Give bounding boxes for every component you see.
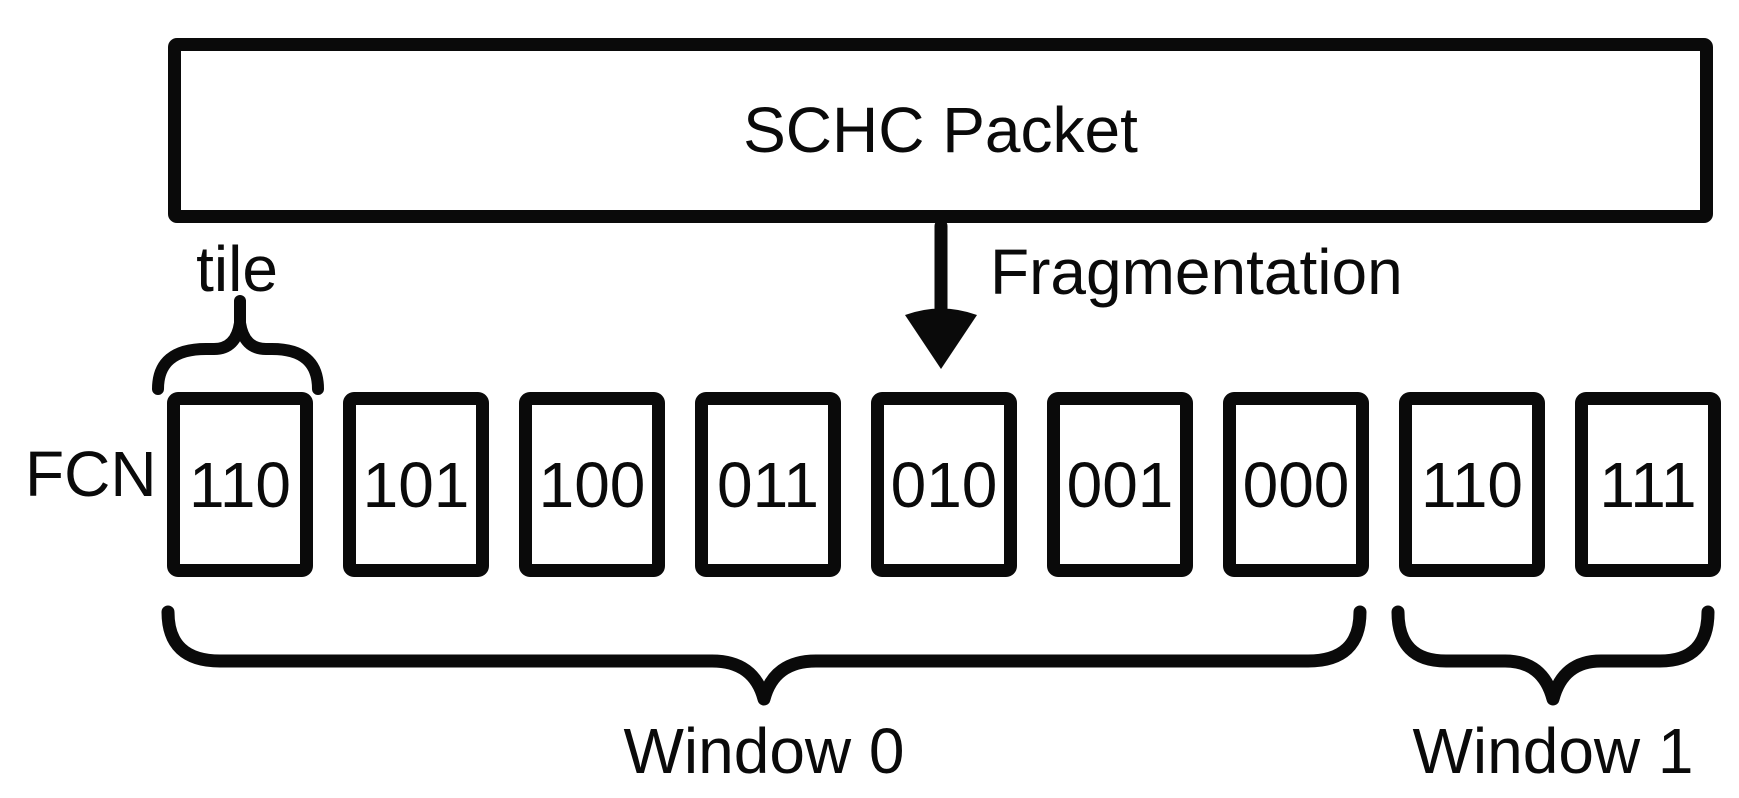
fragment-box: 111 bbox=[1575, 392, 1721, 577]
window-0-brace bbox=[161, 605, 1367, 706]
fragment-fcn-value: 101 bbox=[362, 448, 470, 521]
fragment-fcn-value: 110 bbox=[188, 448, 292, 521]
fragment-fcn-value: 111 bbox=[1599, 448, 1697, 521]
fragment-fcn-value: 011 bbox=[716, 448, 820, 521]
fragment-fcn-value: 010 bbox=[890, 448, 998, 521]
fragment-fcn-value: 110 bbox=[1420, 448, 1524, 521]
fragment-box: 101 bbox=[343, 392, 489, 577]
fragment-fcn-value: 000 bbox=[1242, 448, 1350, 521]
window-0-label: Window 0 bbox=[623, 715, 905, 787]
tile-label: tile bbox=[196, 233, 278, 305]
fragment-fcn-value: 001 bbox=[1066, 448, 1174, 521]
fragment-box: 110 bbox=[167, 392, 313, 577]
fragment-box: 001 bbox=[1047, 392, 1193, 577]
fcn-label: FCN bbox=[25, 438, 157, 510]
fragment-row: 110 101 100 011 010 001 000 110 111 bbox=[167, 392, 1721, 577]
fragment-box: 011 bbox=[695, 392, 841, 577]
fragmentation-arrow-head bbox=[905, 308, 977, 369]
fragment-fcn-value: 100 bbox=[538, 448, 646, 521]
fragment-box: 000 bbox=[1223, 392, 1369, 577]
fragment-box: 100 bbox=[519, 392, 665, 577]
fragmentation-label: Fragmentation bbox=[990, 236, 1403, 308]
window-1-label: Window 1 bbox=[1412, 715, 1694, 787]
fragment-box: 110 bbox=[1399, 392, 1545, 577]
tile-brace bbox=[152, 317, 324, 395]
schc-packet-label: SCHC Packet bbox=[743, 94, 1138, 167]
window-1-brace bbox=[1391, 605, 1715, 706]
schc-packet-box: SCHC Packet bbox=[168, 38, 1713, 223]
fragment-box: 010 bbox=[871, 392, 1017, 577]
